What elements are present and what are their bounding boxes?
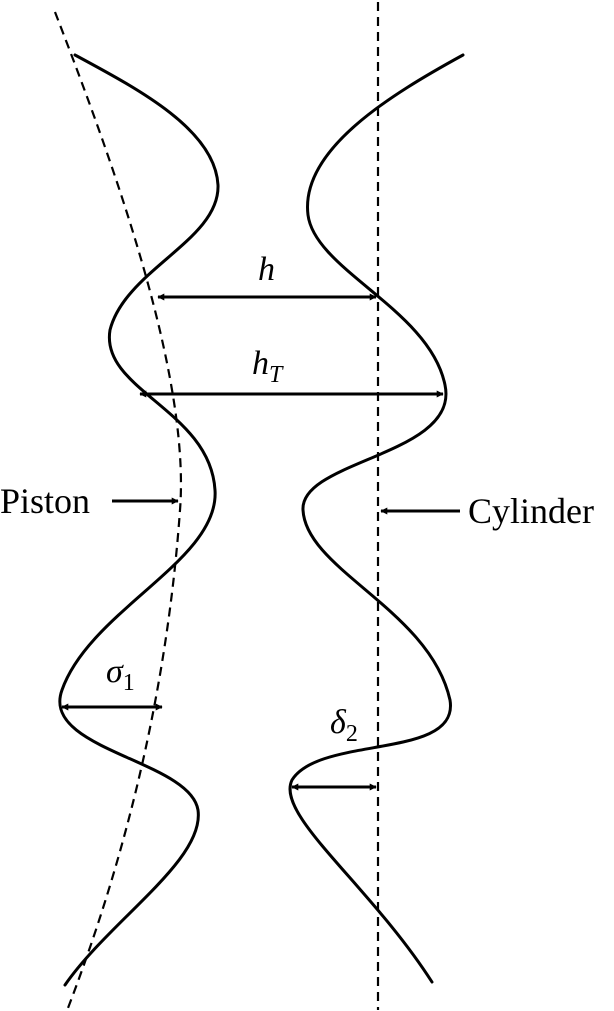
cylinder-label: Cylinder — [468, 491, 594, 531]
h-label: h — [258, 251, 275, 288]
piston-rough-surface — [58, 53, 220, 987]
ht-label: hT — [252, 345, 284, 388]
piston-label: Piston — [0, 481, 90, 521]
sigma1-label: σ1 — [106, 653, 135, 696]
cylinder-rough-surface — [288, 53, 465, 984]
piston-nominal-dashed-line — [53, 11, 182, 1009]
delta2-label: δ2 — [330, 704, 358, 747]
